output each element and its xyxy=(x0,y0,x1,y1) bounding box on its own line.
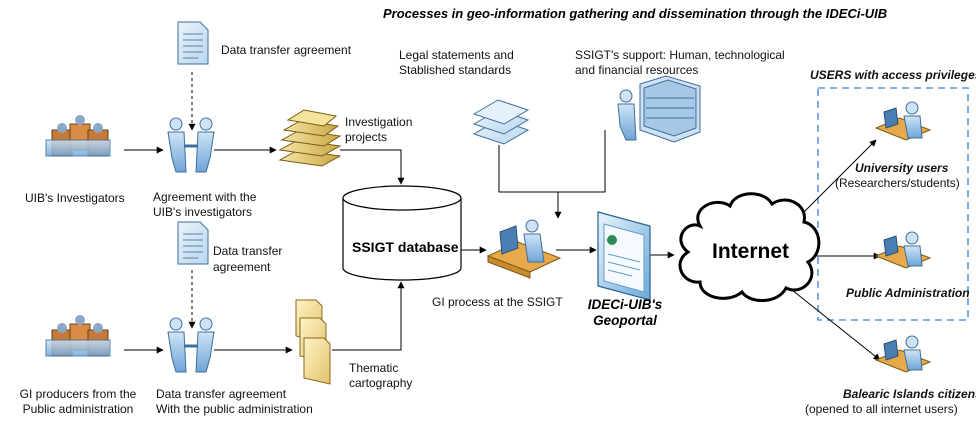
label-legal-line2: Stablished standards xyxy=(399,63,512,77)
citizen-user-icon xyxy=(874,335,932,373)
cartography-folders-icon xyxy=(295,299,331,385)
label-gi-process: GI process at the SSIGT xyxy=(432,295,563,309)
document-icon-top xyxy=(177,21,209,65)
label-support-line1: SSIGT's support: Human, technological xyxy=(575,48,785,62)
label-gi-producers-line1: GI producers from the xyxy=(19,387,137,401)
users-box xyxy=(817,87,969,321)
label-data-transfer-bottom-line2: agreement xyxy=(213,260,271,274)
arrow-internet-citizens xyxy=(791,289,881,361)
label-public-administration: Public Administration xyxy=(846,286,970,300)
producers-group-icon xyxy=(45,315,111,357)
geoportal-icon xyxy=(597,211,651,301)
projects-books-icon xyxy=(278,109,342,167)
label-legal-line1: Legal statements and xyxy=(399,48,514,62)
label-geoportal-line1: IDECi-UIB's xyxy=(587,297,663,312)
support-servers-icon xyxy=(617,75,701,143)
label-gi-producers-line2: Public administration xyxy=(22,402,134,416)
label-dta-public-line1: Data transfer agreement xyxy=(156,387,287,401)
arrow-projects-database xyxy=(340,149,405,185)
label-data-transfer-bottom-line1: Data transfer xyxy=(213,244,283,258)
internet-cloud xyxy=(678,192,821,302)
label-thematic-line2: cartography xyxy=(349,376,413,390)
label-data-transfer-top: Data transfer agreement xyxy=(221,43,352,57)
legal-docs-icon xyxy=(472,99,530,145)
label-support-line2: and financial resources xyxy=(575,63,699,77)
document-icon-bottom xyxy=(177,221,209,265)
label-investigation-line2: projects xyxy=(345,130,388,144)
label-university-users: University users xyxy=(855,161,949,175)
diagram-title: Processes in geo-information gathering a… xyxy=(383,6,888,21)
label-citizens-sub: (opened to all internet users) xyxy=(805,402,958,416)
label-balearic-citizens: Balearic Islands citizens xyxy=(843,387,976,401)
university-user-icon xyxy=(874,101,932,141)
label-agreement-uib-line2: UIB's investigators xyxy=(153,205,252,219)
connectors xyxy=(124,72,881,361)
workstation-icon xyxy=(486,219,562,279)
handshake-icon-top xyxy=(167,117,215,173)
investigators-group-icon xyxy=(45,115,111,157)
label-geoportal-line2: Geoportal xyxy=(593,313,657,328)
database-cylinder xyxy=(342,185,462,281)
label-investigation-line1: Investigation xyxy=(345,115,413,129)
label-database: SSIGT database xyxy=(352,239,459,255)
public-admin-user-icon xyxy=(874,231,932,269)
label-university-sub: (Researchers/students) xyxy=(835,176,960,190)
arrow-internet-university xyxy=(793,139,877,223)
label-thematic-line1: Thematic xyxy=(349,361,399,375)
label-agreement-uib-line1: Agreement with the xyxy=(153,190,257,204)
arrow-cartography-database xyxy=(332,281,405,351)
label-dta-public-line2: With the public administration xyxy=(156,402,313,416)
label-users-header: USERS with access privileges xyxy=(810,68,976,82)
handshake-icon-bottom xyxy=(167,317,215,373)
bracket-support xyxy=(498,130,606,193)
label-internet: Internet xyxy=(712,240,790,263)
label-uib-investigators: UIB's Investigators xyxy=(25,191,125,205)
